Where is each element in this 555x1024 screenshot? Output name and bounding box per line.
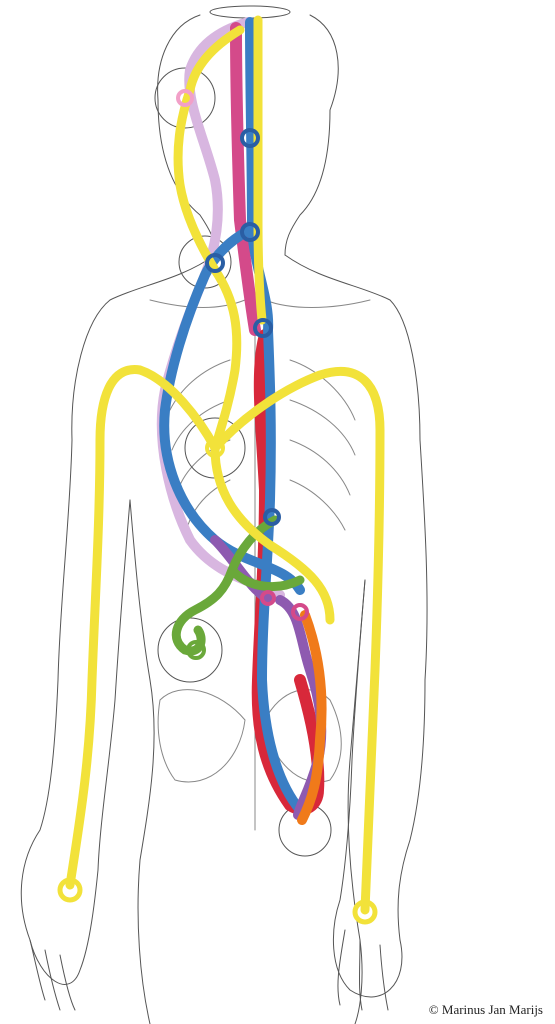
throat-ring-blue-2 — [205, 253, 225, 273]
clavicle-lines — [149, 299, 371, 308]
chest-ring-blue — [253, 318, 273, 338]
upper-blue-ring — [240, 128, 260, 148]
head-ring-pink — [176, 89, 194, 107]
left-arm-outline — [20, 254, 216, 985]
pink-channel — [230, 22, 261, 336]
crown-disc — [209, 5, 291, 19]
sacral-ring-green — [186, 640, 206, 660]
right-palm-ring — [352, 899, 378, 925]
solar-ring-yellow — [205, 438, 225, 458]
left-hand-fingers — [29, 939, 76, 1011]
body-outline — [20, 5, 428, 1024]
head-outline — [157, 14, 339, 256]
green-channel — [171, 515, 305, 656]
ribcage-lines — [169, 359, 356, 531]
copyright-credit: © Marinus Jan Marijs — [428, 1002, 543, 1017]
yellow-channel — [65, 15, 385, 915]
right-hand-fingers — [337, 929, 389, 1011]
throat-wheel — [178, 235, 232, 289]
throat-ring-blue-1 — [240, 222, 260, 242]
belly-ring-blue — [263, 508, 281, 526]
left-palm-ring — [57, 877, 83, 903]
pelvic-ring-pink — [260, 590, 276, 606]
pelvic-ring-purple — [291, 603, 309, 621]
pelvis-outline — [157, 689, 342, 783]
torso-outline — [129, 499, 366, 1024]
orange-channel — [297, 610, 327, 825]
ring-nodes — [57, 89, 378, 925]
